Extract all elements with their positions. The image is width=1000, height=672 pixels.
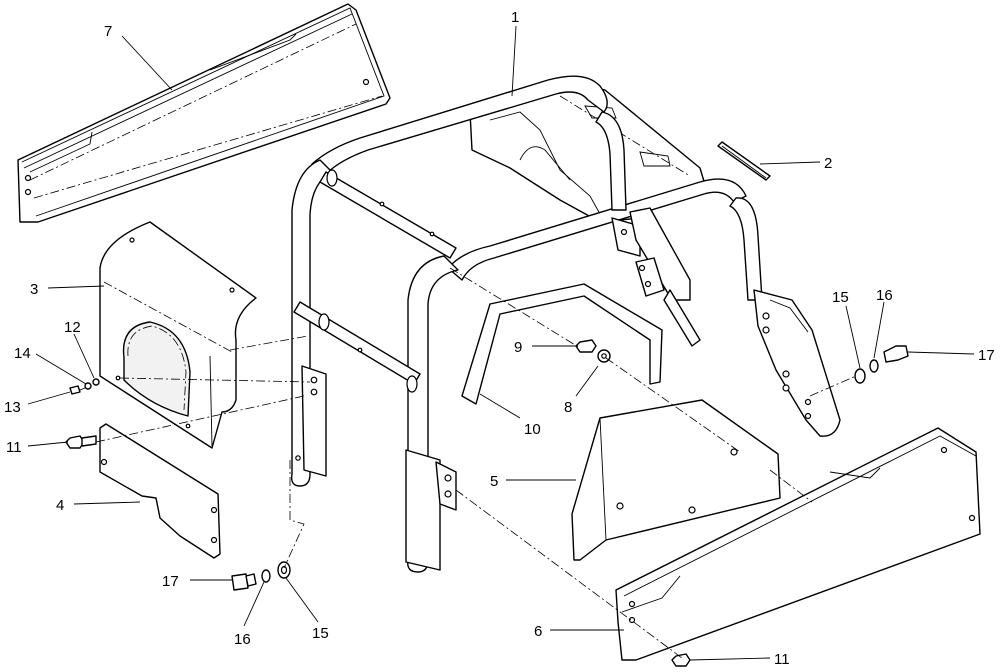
callout-labels: 1 2 3 4 5 6 7 8 9 10 11 11 12 13 14 15 1… [4,9,995,668]
item-17-bolt-left [231,573,249,591]
item-14-washer [84,382,92,390]
callout-13: 13 [4,399,21,416]
callout-4: 4 [56,497,64,514]
assembly-lines [95,267,857,659]
part-4-plate [99,423,221,559]
callout-16-right: 16 [876,287,893,304]
part-3-side-shield [99,221,257,449]
callout-12: 12 [64,319,81,336]
callout-10: 10 [524,421,541,438]
item-9-nut [575,339,597,353]
item-16-washer-left [261,569,271,583]
hardware [65,339,909,667]
callout-15-right: 15 [832,289,849,306]
part-10-strap [461,283,663,405]
item-13-screw [69,385,81,395]
callout-11-left: 11 [6,439,22,456]
item-15-washer-right [854,368,866,384]
callout-1: 1 [511,9,519,26]
callout-11-right: 11 [774,651,790,668]
callout-3: 3 [30,281,38,298]
callout-5: 5 [490,473,498,490]
part-5-shield-block [571,399,781,561]
callout-14: 14 [14,345,31,362]
callout-8: 8 [564,399,572,416]
part-6-right-channel [615,427,981,661]
callout-2: 2 [824,155,832,172]
item-11-bolt-right [671,653,691,667]
callout-15-left: 15 [312,625,329,642]
part-2-rod [717,141,771,181]
callout-16-left: 16 [234,631,251,648]
item-12-washer [92,378,100,386]
callout-9: 9 [514,339,522,356]
part-1-frame [290,75,841,573]
callout-17-left: 17 [162,573,179,590]
leader-lines [27,25,975,661]
callout-6: 6 [534,623,542,640]
item-16-washer-right [869,359,879,373]
item-17-bolt-right [883,345,909,363]
callout-17-right: 17 [978,347,995,364]
callout-7: 7 [104,23,112,40]
part-7-top-channel [17,3,391,223]
